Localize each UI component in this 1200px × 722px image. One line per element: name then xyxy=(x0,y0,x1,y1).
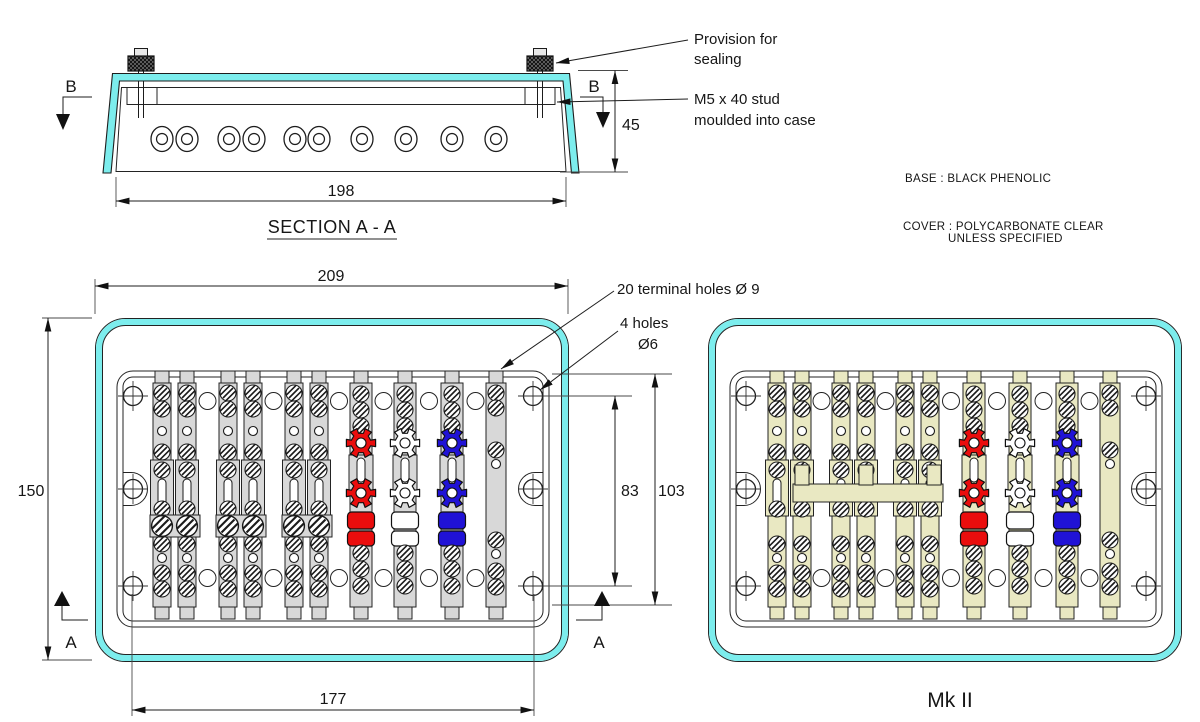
terminal-strip-plain xyxy=(486,371,506,619)
section-marker-a-right: A xyxy=(576,591,610,652)
base-notches xyxy=(812,392,1099,587)
section-marker-b-right: B xyxy=(580,77,610,128)
clear-cover-section xyxy=(102,72,580,174)
cover-cyan-band xyxy=(95,318,569,662)
cover-cyan-band xyxy=(708,318,1182,662)
base-notches xyxy=(198,392,485,587)
dim-198-label: 198 xyxy=(328,183,355,200)
terminal-strip-red xyxy=(959,371,988,619)
dim-177-label: 177 xyxy=(320,691,347,708)
callout-stud-line1: M5 x 40 stud xyxy=(694,91,780,108)
mk2-view: Mk II xyxy=(708,318,1182,712)
cover-outer-outline xyxy=(95,318,569,662)
marker-b-right-label: B xyxy=(588,77,599,96)
dim-83: 83 xyxy=(544,395,639,587)
mk2-view-title: Mk II xyxy=(927,689,973,712)
dim-209-label: 209 xyxy=(318,268,345,285)
callout-fixing-holes-line1: 4 holes xyxy=(620,315,668,332)
dim-150-label: 150 xyxy=(18,483,45,500)
terminal-strip-plain xyxy=(1100,371,1120,619)
dim-209: 209 xyxy=(94,268,569,314)
stud-boss-left xyxy=(126,87,158,105)
section-a-a-view: B B 198 SECTION A - A 45 Provision for s… xyxy=(56,31,816,240)
dim-177: 177 xyxy=(131,594,535,716)
dim-83-label: 83 xyxy=(621,483,639,500)
section-marker-a-left: A xyxy=(54,591,88,652)
material-notes: BASE : BLACK PHENOLIC COVER : POLYCARBON… xyxy=(903,173,1104,245)
note-cover-material-line1: COVER : POLYCARBONATE CLEAR xyxy=(903,221,1104,233)
dim-45: 45 xyxy=(560,70,640,173)
callout-terminal-holes-label: 20 terminal holes Ø 9 xyxy=(617,281,760,298)
marker-b-left-label: B xyxy=(65,77,76,96)
dim-103-label: 103 xyxy=(658,483,685,500)
callout-sealing-line2: sealing xyxy=(694,51,742,68)
terminal-strip-blue xyxy=(437,371,466,619)
stud-boss-right xyxy=(524,87,556,105)
dim-198: 198 xyxy=(115,177,567,207)
marker-a-left-label: A xyxy=(65,633,77,652)
busbar-link xyxy=(792,464,944,503)
dim-103: 103 xyxy=(552,373,685,606)
dim-150: 150 xyxy=(18,317,92,661)
cover-outer-outline xyxy=(708,318,1182,662)
section-view-title: SECTION A - A xyxy=(268,217,397,237)
note-base-material: BASE : BLACK PHENOLIC xyxy=(905,173,1051,185)
front-view: 209 150 83 103 177 A A 20 xyxy=(18,268,760,716)
callout-fixing-holes-line2: Ø6 xyxy=(638,336,658,353)
terminal-strip-white xyxy=(1005,371,1034,619)
callout-provision-for-sealing: Provision for sealing xyxy=(555,31,777,68)
section-marker-b-left: B xyxy=(56,77,92,130)
terminal-strip-red xyxy=(346,371,375,619)
dim-45-label: 45 xyxy=(622,117,640,134)
callout-terminal-holes: 20 terminal holes Ø 9 xyxy=(500,281,760,370)
callout-fixing-holes: 4 holes Ø6 xyxy=(539,315,668,391)
callout-stud-line2: moulded into case xyxy=(694,112,816,129)
marker-a-right-label: A xyxy=(593,633,605,652)
note-cover-material-line2: UNLESS SPECIFIED xyxy=(948,233,1063,245)
callout-m5-stud: M5 x 40 stud moulded into case xyxy=(556,91,816,129)
callout-sealing-line1: Provision for xyxy=(694,31,777,48)
terminal-strip-white xyxy=(390,371,419,619)
terminal-strip-blue xyxy=(1052,371,1081,619)
